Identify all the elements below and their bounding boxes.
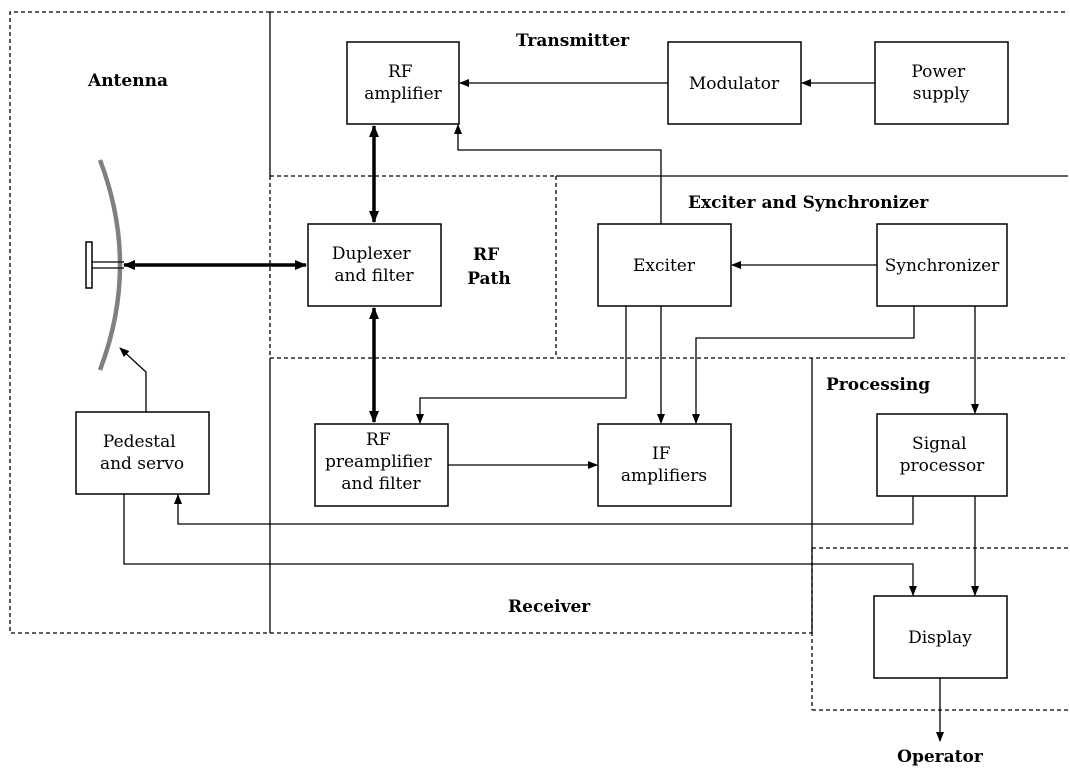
block-duplexer: Duplexer and filter xyxy=(307,223,442,307)
display-label: Display xyxy=(908,628,972,648)
arrow-pedestal-to-display xyxy=(123,494,917,596)
block-pedestal: Pedestal and servo xyxy=(75,411,210,495)
region-label-processing: Processing xyxy=(826,375,930,395)
arrow-pedestal-to-antenna xyxy=(119,347,147,412)
arrow-exciter-to-rf-amplifier xyxy=(454,124,662,224)
block-synchronizer: Synchronizer xyxy=(876,223,1008,307)
pedestal-line1: Pedestal xyxy=(103,432,176,452)
signal-processor-line2: processor xyxy=(900,456,986,476)
duplexer-line2: and filter xyxy=(334,266,414,286)
antenna-dish-icon xyxy=(85,159,124,371)
svg-text:Duplexer and filter: Duplexer and filter xyxy=(332,244,416,286)
signal-connections xyxy=(119,79,979,742)
if-amplifiers-line2: amplifiers xyxy=(621,466,707,486)
duplexer-line1: Duplexer xyxy=(332,244,412,264)
svg-text:Signal processor: Signal processor xyxy=(900,434,986,476)
exciter-label: Exciter xyxy=(633,256,696,276)
region-label-receiver: Receiver xyxy=(508,597,591,617)
rf-amplifier-line2: amplifier xyxy=(364,84,442,104)
region-label-exciter-synchronizer: Exciter and Synchronizer xyxy=(688,193,929,213)
region-label-rf-path-line1: RF xyxy=(473,245,499,265)
region-label-rf-path: RF Path xyxy=(467,245,511,289)
rf-amplifier-line1: RF xyxy=(388,62,413,82)
block-rf-amplifier: RF amplifier xyxy=(346,41,460,125)
arrow-signal-processor-to-pedestal xyxy=(174,494,914,525)
rf-preamplifier-line3: and filter xyxy=(341,474,421,494)
modulator-label: Modulator xyxy=(689,74,780,94)
block-modulator: Modulator xyxy=(667,41,802,125)
region-boundaries xyxy=(9,11,1068,711)
svg-text:RF amplifier: RF amplifier xyxy=(364,62,442,104)
synchronizer-label: Synchronizer xyxy=(885,256,1000,276)
rf-preamplifier-line1: RF xyxy=(366,430,391,450)
block-rf-preamplifier: RF preamplifier and filter xyxy=(314,423,449,507)
svg-text:Power supply: Power supply xyxy=(911,62,970,104)
power-supply-line2: supply xyxy=(913,84,970,104)
antenna-boundary xyxy=(9,11,270,634)
pedestal-line2: and servo xyxy=(100,454,184,474)
power-supply-line1: Power xyxy=(911,62,966,82)
svg-text:IF amplifiers: IF amplifiers xyxy=(621,444,707,486)
block-if-amplifiers: IF amplifiers xyxy=(597,423,732,507)
block-power-supply: Power supply xyxy=(874,41,1009,125)
block-display: Display xyxy=(873,595,1008,679)
rf-preamplifier-line2: preamplifier xyxy=(325,452,432,472)
if-amplifiers-line1: IF xyxy=(652,444,671,464)
operator-label: Operator xyxy=(897,747,984,767)
signal-processor-line1: Signal xyxy=(912,434,967,454)
block-signal-processor: Signal processor xyxy=(876,413,1008,497)
arrow-exciter-to-preamplifier xyxy=(416,306,627,424)
region-label-rf-path-line2: Path xyxy=(467,269,511,289)
arrow-synchronizer-to-if-amplifiers xyxy=(692,306,915,424)
svg-text:RF preamplifier an: RF preamplifier and filter xyxy=(325,430,437,494)
block-exciter: Exciter xyxy=(597,223,732,307)
region-label-transmitter: Transmitter xyxy=(516,31,630,51)
region-label-antenna: Antenna xyxy=(87,71,168,91)
svg-text:Pedestal and servo: Pedestal and servo xyxy=(100,432,184,474)
